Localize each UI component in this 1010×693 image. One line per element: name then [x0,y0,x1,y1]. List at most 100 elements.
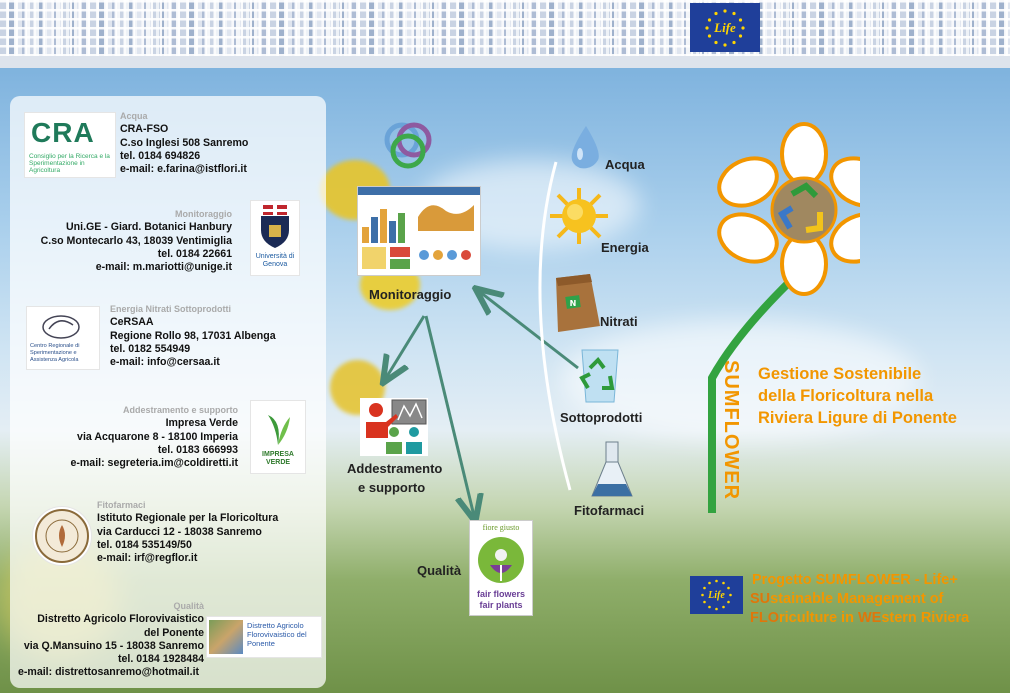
monitoring-dashboard-thumbnail [357,186,481,276]
footer-line-3: FLOriculture in WEstern Riviera [750,609,969,628]
arrow-to-addestramento [386,315,426,378]
footer-line-1: Progetto SUMFLOWER - Life+ [752,572,958,588]
contact-distretto-email-row: e-mail: distrettosanremo@hotmail.it [18,666,199,679]
arrow-to-qualita [424,315,474,516]
contacts-panel [10,96,326,688]
contact-category: Acqua [120,111,148,121]
header-divider [0,56,1010,70]
label-fitofarmaci: Fitofarmaci [574,503,645,518]
label-qualita: Qualità [417,563,462,578]
unige-logo: Università di Genova [250,200,300,276]
cra-logo-text: CRA [31,117,95,148]
impresa-verde-logo: IMPRESA VERDE [250,400,306,474]
contact-name-line2: del Ponente [143,626,204,639]
contact-name: Uni.GE - Giard. Botanici Hanbury [66,221,232,234]
sumflower-vertical-text: SUMFLOWER [720,360,742,501]
unige-logo-text: Università di Genova [255,253,295,268]
contact-cersaa: Energia Nitrati Sottoprodotti CeRSAA Reg… [110,303,276,369]
recycle-rings-icon [384,122,432,169]
label-monitoraggio: Monitoraggio [369,287,452,302]
tagline-line-1: Gestione Sostenibile [758,365,922,383]
tagline-line-2: della Floricoltura nella [758,387,934,405]
contact-address: Regione Rollo 98, 17031 Albenga [110,329,276,342]
contact-email[interactable]: e-mail: info@cersaa.it [110,356,220,369]
distretto-photo [209,620,243,654]
flow-arrows [386,161,579,516]
contact-name: Impresa Verde [165,417,238,430]
footer-flo: FLO [750,610,779,626]
contact-tel: tel. 0184 1928484 [117,653,204,666]
footer-line-2-rest: stainable Management of [770,591,944,607]
irf-seal-icon [35,509,89,563]
eu-stars-icon: Life [705,9,745,47]
contact-address: C.so Inglesi 508 Sanremo [120,136,249,149]
contact-email[interactable]: e-mail: irf@regflor.it [97,552,198,565]
flower-petals [717,122,860,296]
contact-tel: tel. 0184 22661 [157,247,232,260]
svg-text:Life: Life [713,20,736,35]
footer-eu-life-logo: Life [690,576,743,614]
contact-cra: Acqua CRA-FSO C.so Inglesi 508 Sanremo t… [120,110,248,176]
contact-name: CRA-FSO [120,123,169,136]
contact-category: Monitoraggio [175,209,232,219]
label-supporto: e supporto [358,480,426,495]
fair-flowers-text: fair flowers [476,589,525,599]
contact-name: Istituto Regionale per la Floricoltura [97,512,279,525]
contact-email[interactable]: e-mail: m.mariotti@unige.it [95,261,232,274]
training-icon-box [360,398,428,456]
sumflower-vertical-text-box: SUMFLOWER [719,360,742,514]
contact-category: Energia Nitrati Sottoprodotti [110,304,231,314]
svg-text:Life: Life [707,590,725,601]
contact-address: via Q.Mansuino 15 - 18038 Sanremo [23,639,204,652]
contact-email[interactable]: e-mail: segreteria.im@coldiretti.it [70,457,238,470]
contact-tel: tel. 0183 666993 [157,443,238,456]
contact-name: CeRSAA [110,316,154,329]
arrow-inputs-to-monitoraggio [480,292,579,370]
contact-category: Fitofarmaci [97,500,146,510]
leaf-icon [268,415,290,445]
cersaa-logo-text: Centro Regionale di Sperimentazione e As… [30,343,80,363]
label-acqua: Acqua [605,157,645,172]
cra-logo: CRA Consiglio per la Ricerca e la Sperim… [24,112,116,178]
fair-flowers-logo: fiore giusto fair flowers fair plants [469,520,533,616]
footer-text: Progetto SUMFLOWER - Life+ SUstainable M… [750,571,969,628]
dashboard-chart-icon [358,187,480,269]
footer-we: WE [857,610,882,626]
sun-icon [550,188,608,244]
fair-plants-text: fair plants [479,600,523,610]
label-nitrati: Nitrati [600,314,638,329]
chemical-flask-icon [591,441,633,497]
irf-logo [32,506,92,566]
fertilizer-bag-icon: N [556,274,600,332]
cersaa-logo: Centro Regionale di Sperimentazione e As… [26,306,100,370]
label-addestramento: Addestramento [347,461,443,476]
contact-email[interactable]: e-mail: e.farina@istflori.it [120,163,247,176]
contact-name: Distretto Agricolo Florovivaistico [37,613,204,626]
impresa-verde-logo-text: IMPRESA VERDE [262,451,294,466]
teacher-students-icon [366,399,427,454]
cra-logo-subtitle: Consiglio per la Ricerca e la Sperimenta… [29,153,110,174]
eu-life-logo: Life [690,3,760,52]
inputs-bracket-line [538,161,572,491]
contact-email[interactable]: e-mail: distrettosanremo@hotmail.it [18,666,200,678]
distretto-logo-text: Distretto Agricolo Florovivaistico del P… [247,621,307,648]
contact-irf: Fitofarmaci Istituto Regionale per la Fl… [97,499,278,565]
footer-line-2: SUstainable Management of [750,590,969,609]
contact-category: Qualità [173,601,204,611]
contact-tel: tel. 0182 554949 [110,342,191,355]
footer-line-3-rest: stern Riviera [881,610,970,626]
footer-line-3-mid: riculture in [779,610,858,626]
sumflower-logo [708,122,860,513]
contact-distretto: Qualità Distretto Agricolo Florovivaisti… [14,600,204,666]
contact-unige: Monitoraggio Uni.GE - Giard. Botanici Ha… [20,208,232,274]
label-energia: Energia [601,240,649,255]
water-drop-icon [571,126,599,169]
footer-su: SU [750,591,771,607]
contact-address: via Carducci 12 - 18038 Sanremo [97,525,262,538]
eu-stars-icon: Life [701,579,732,611]
contact-address: via Acquarone 8 - 18100 Imperia [77,430,238,443]
unige-shield-icon [261,205,289,248]
contact-category: Addestramento e supporto [122,405,238,415]
fair-flower-icon [478,537,524,583]
